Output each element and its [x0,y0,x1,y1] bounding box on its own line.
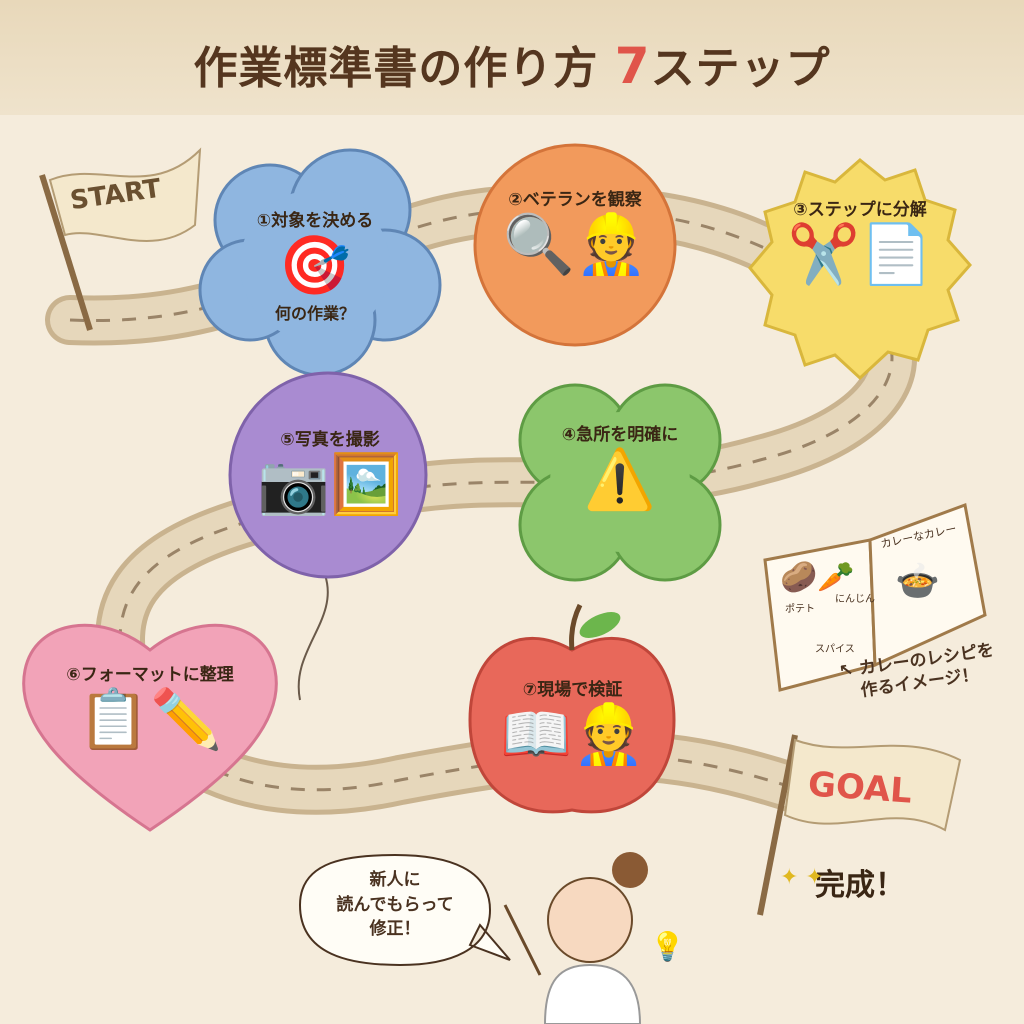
speech-line1: 新人に [369,870,421,890]
speech-line2: 読んでもらって [336,894,454,915]
step-6-label: ⑥フォーマットに整理 [66,665,234,685]
header-band [0,0,1024,115]
pointer-stick [503,904,542,976]
step6-heart-shape [22,623,278,832]
title-suffix: ステップ [650,43,831,94]
lightbulb-icon: 💡 [650,930,685,963]
step-1: ①対象を決める 🎯 何の作業？ [215,170,415,360]
start-pole [39,174,93,331]
step-5-label: ⑤写真を撮影 [280,430,380,450]
magnifier-worker-icon: 🔍👷 [502,210,648,278]
step-1-label: ①対象を決める [256,210,374,231]
target-icon: 🎯 [278,230,352,299]
step-7-label: ⑦現場で検証 [522,680,623,700]
step-2: ②ベテランを観察 🔍👷 [475,170,675,340]
goal-pole [757,734,798,916]
title-main: 作業標準書の作り方 [193,43,599,94]
step7-apple-shape [468,637,676,814]
camera-icon: 📷🖼️ [257,450,403,518]
step1-cloud-shape [198,148,442,377]
start-flag-cloth [48,147,202,242]
recipe-item-carrot: にんじん [835,594,875,605]
speech-bubble: 新人に 読んでもらって 修正！ [305,868,485,942]
step-6: ⑥フォーマットに整理 📋✏️ [30,660,270,800]
step-4: ④急所を明確に ⚠️ [520,420,720,570]
step-5: ⑤写真を撮影 📷🖼️ [230,425,430,575]
recipe-item-spice: スパイス [815,644,855,655]
goal-flag-cloth [783,738,962,832]
speech-bubble-shape [298,853,511,967]
step-3: ③ステップに分解 ✂️📄 [755,195,965,345]
step-2-label: ②ベテランを観察 [508,190,642,210]
recipe-item-potato: ポテト [785,604,815,615]
teacher-face [547,877,633,963]
apple-leaf [579,612,621,638]
document-icon: 📋✏️ [77,685,223,753]
step5-balloon-shape [228,371,428,579]
warning-icon: ⚠️ [583,445,657,513]
balloon-string [297,574,329,701]
step-1-sub: 何の作業？ [274,304,355,324]
apple-stem [569,603,583,651]
step-4-label: ④急所を明確に [561,425,679,445]
goal-flag-label: GOAL [806,764,914,812]
goal-caption: 完成！ [815,868,905,903]
book-right-page [868,502,987,668]
teacher-hair-bun [612,852,648,888]
step4-clover-shape [518,383,722,582]
step2-circle-shape [473,143,677,347]
scissors-icon: ✂️📄 [787,220,933,288]
page-title: 作業標準書の作り方 7ステップ [0,32,1024,96]
teacher-coat [543,963,642,1024]
sparkle-icon: ✦ ✦ [780,865,824,890]
step-7: ⑦現場で検証 📖👷 [475,675,670,815]
manual-reading-icon: 📖👷 [500,700,645,768]
title-number: 7 [614,37,651,95]
speech-line3: 修正！ [369,919,421,940]
curry-pot-icon: 🍲 [895,561,940,602]
vegetables-icon: 🥔🥕 [780,560,855,595]
step3-burst-shape [748,158,972,381]
step-3-label: ③ステップに分解 [793,200,927,220]
